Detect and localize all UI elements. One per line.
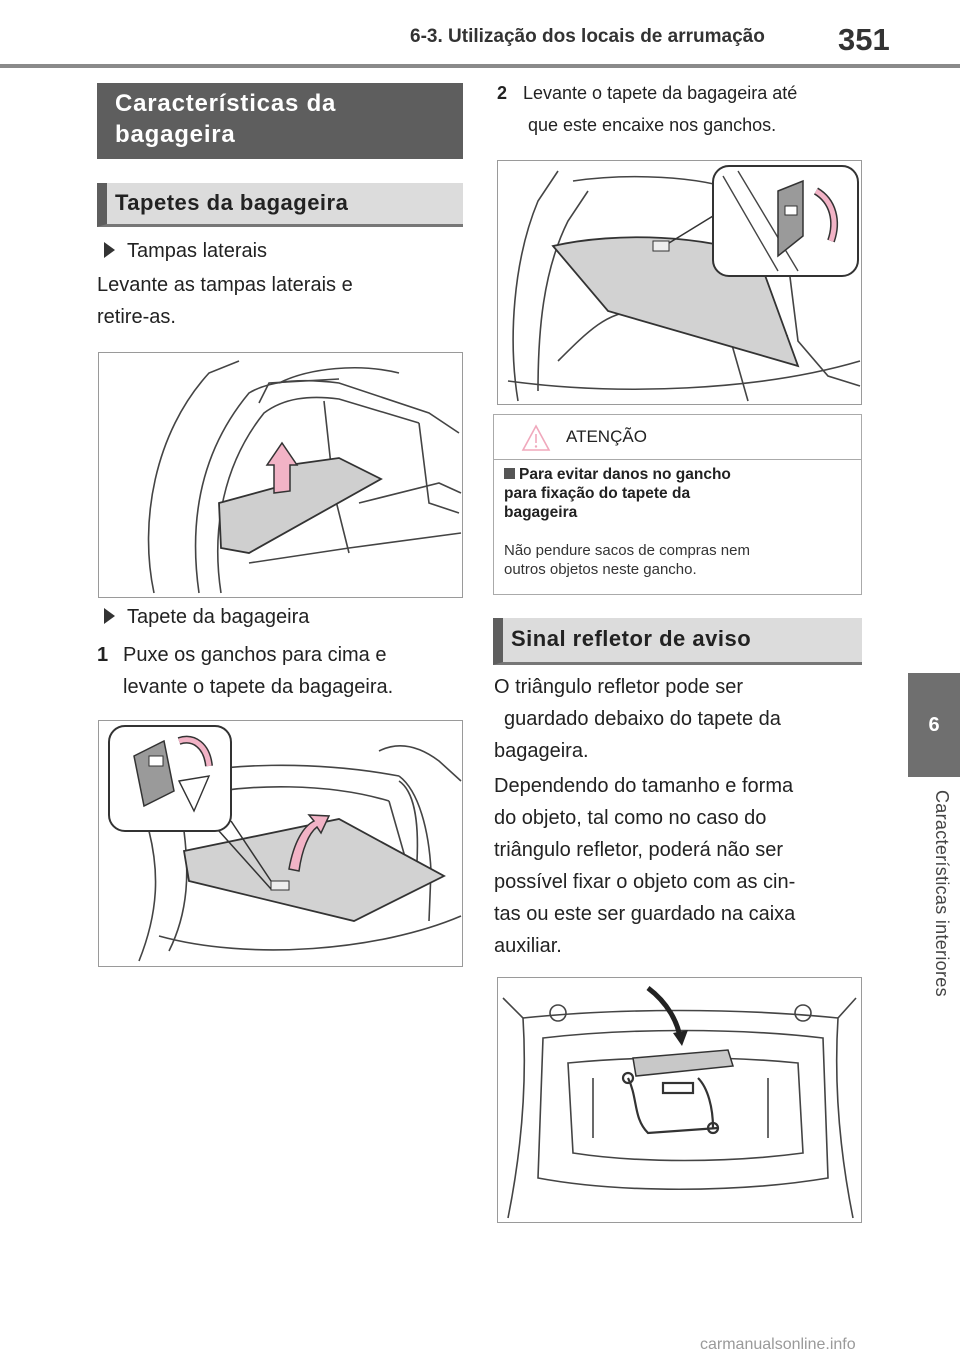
step-number: 2 bbox=[497, 83, 508, 103]
paragraph-line: que este encaixe nos ganchos. bbox=[528, 115, 777, 135]
paragraph-line: retire-as. bbox=[97, 306, 176, 328]
item-title: Tampas laterais bbox=[127, 240, 268, 262]
caution-title-line: bagageira bbox=[504, 504, 578, 521]
paragraph-line: guardado debaixo do tapete da bbox=[504, 708, 781, 730]
chapter-title: Características interiores bbox=[932, 790, 952, 997]
section-heading: Características da bagageira bbox=[97, 83, 463, 159]
bullet-triangle-icon bbox=[104, 242, 115, 258]
caution-label: ATENÇÃO bbox=[566, 427, 647, 446]
caution-title: Para evitar danos no gancho para fixação… bbox=[504, 465, 844, 522]
paragraph-line: tas ou este ser guardado na caixa bbox=[494, 903, 796, 925]
caution-title-line: Para evitar danos no gancho bbox=[519, 466, 731, 483]
paragraph-line: triângulo refletor, poderá não ser bbox=[494, 839, 784, 861]
paragraph-line: auxiliar. bbox=[494, 935, 562, 957]
header-rule bbox=[0, 64, 960, 68]
figure-mat-hooks bbox=[497, 160, 862, 405]
paragraph-line: do objeto, tal como no caso do bbox=[494, 807, 767, 829]
paragraph-line: O triângulo refletor pode ser bbox=[494, 676, 744, 698]
paragraph-line: Levante as tampas laterais e bbox=[97, 274, 353, 296]
caution-header: ATENÇÃO bbox=[494, 415, 861, 460]
caution-body-line: Não pendure sacos de compras nem bbox=[504, 542, 750, 559]
subsection-heading: Tapetes da bagageira bbox=[97, 183, 463, 227]
figure-side-covers bbox=[98, 352, 463, 598]
step-text: Levante o tapete da bagageira até bbox=[523, 83, 798, 103]
step-2: 2 Levante o tapete da bagageira até bbox=[497, 78, 797, 109]
figure-reflector-storage bbox=[497, 977, 862, 1223]
item-luggage-mat: Tapete da bagageira bbox=[104, 602, 309, 633]
paragraph-line: levante o tapete da bagageira. bbox=[123, 676, 394, 698]
chapter-tab[interactable]: 6 bbox=[908, 673, 960, 777]
section-title: 6-3. Utilização dos locais de arrumação bbox=[410, 26, 765, 47]
step-number: 1 bbox=[97, 644, 109, 666]
figure-lift-mat bbox=[98, 720, 463, 967]
paragraph-line: bagageira. bbox=[494, 740, 589, 762]
caution-box: ATENÇÃO Para evitar danos no gancho para… bbox=[493, 414, 862, 595]
page-number: 351 bbox=[838, 22, 890, 57]
watermark: carmanualsonline.info bbox=[700, 1336, 856, 1353]
step-text: Puxe os ganchos para cima e bbox=[123, 644, 387, 666]
warning-triangle-icon bbox=[521, 424, 551, 451]
subsection-heading: Sinal refletor de aviso bbox=[493, 618, 862, 665]
bullet-triangle-icon bbox=[104, 608, 115, 624]
item-title: Tapete da bagageira bbox=[127, 606, 310, 628]
paragraph-line: Dependendo do tamanho e forma bbox=[494, 775, 794, 797]
square-bullet-icon bbox=[504, 468, 515, 479]
caution-body: Não pendure sacos de compras nem outros … bbox=[504, 541, 854, 579]
item-side-covers: Tampas laterais bbox=[104, 236, 267, 267]
step-1: 1 Puxe os ganchos para cima e bbox=[97, 640, 387, 671]
caution-body-line: outros objetos neste gancho. bbox=[504, 561, 697, 578]
paragraph-line: possível fixar o objeto com as cin- bbox=[494, 871, 796, 893]
caution-title-line: para fixação do tapete da bbox=[504, 485, 691, 502]
